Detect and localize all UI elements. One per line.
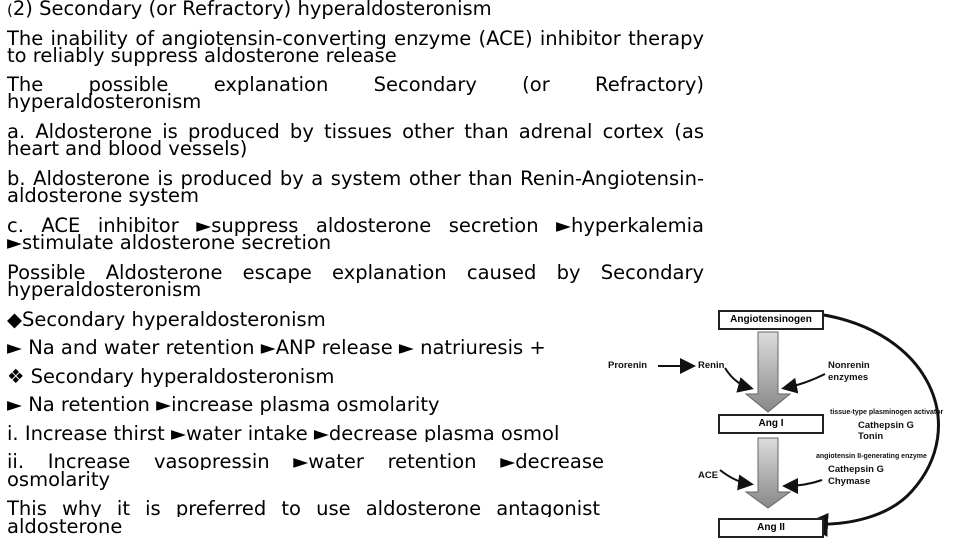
down-arrow-2 — [744, 437, 792, 509]
nonrenin-arrow — [781, 373, 826, 394]
paragraph-point-i: i. Increase thirst ►water intake ►decrea… — [7, 425, 560, 442]
cathepsin-g-label-1: Cathepsin G — [858, 420, 914, 431]
tissue-activator-label: tissue-type plasminogen activator — [830, 409, 944, 416]
paragraph-point-ii: ii. Increase vasopressin ►water retentio… — [7, 453, 604, 470]
nonrenin-label-2: enzymes — [828, 372, 869, 383]
paragraph-point-c: c. ACE inhibitor ►suppress aldosterone s… — [7, 214, 704, 254]
ang1-box: Ang I — [718, 414, 824, 434]
ras-diagram: Angiotensinogen Prorenin Renin Nonrenin … — [600, 296, 960, 540]
ang2-box: Ang II — [718, 518, 824, 538]
prorenin-label: Prorenin — [608, 360, 648, 371]
paragraph-conclusion: This why it is preferred to use aldoster… — [7, 500, 600, 517]
renin-arrow — [724, 367, 754, 393]
paragraph-na-water-retention: ► Na and water retention ►ANP release ► … — [7, 339, 546, 356]
nonrenin-label-1: Nonrenin — [828, 360, 870, 371]
paragraph-secondary-2: ❖ Secondary hyperaldosteronism — [7, 365, 335, 388]
ang2-enzyme-label: angiotensin II-generating enzyme — [816, 453, 927, 460]
heading-line: (2) Secondary (or Refractory) hyperaldos… — [7, 0, 704, 19]
chymase-arrow — [782, 477, 823, 494]
paragraph-escape-explanation: Possible Aldosterone escape explanation … — [7, 261, 704, 301]
paragraph-conclusion-cont: aldosterone — [7, 515, 123, 538]
paragraph-point-ii-cont: osmolarity — [7, 468, 111, 491]
renin-label: Renin — [698, 360, 725, 371]
ace-label: ACE — [698, 470, 719, 481]
chymase-label: Chymase — [828, 476, 871, 487]
paragraph-na-retention: ► Na retention ►increase plasma osmolari… — [7, 393, 440, 416]
bypass-arrow-curve — [804, 312, 940, 537]
heading-paren: ( — [7, 1, 13, 19]
tonin-label: Tonin — [858, 431, 884, 442]
angiotensinogen-box: Angiotensinogen — [718, 310, 824, 330]
down-arrow-1 — [744, 331, 792, 413]
paragraph-secondary-1: ◆Secondary hyperaldosteronism — [7, 308, 326, 331]
diagram-arrows — [658, 312, 940, 537]
ace-arrow — [719, 469, 754, 491]
heading-text: 2) Secondary (or Refractory) hyperaldost… — [12, 0, 492, 20]
paragraph-point-a: a. Aldosterone is produced by tissues ot… — [7, 120, 704, 160]
paragraph-possible-explanation: The possible explanation Secondary (or R… — [7, 73, 704, 113]
paragraph-point-b: b. Aldosterone is produced by a system o… — [7, 167, 704, 207]
cathepsin-g-label-2: Cathepsin G — [828, 464, 884, 475]
paragraph-ace-inability: The inability of angiotensin-converting … — [7, 27, 704, 67]
